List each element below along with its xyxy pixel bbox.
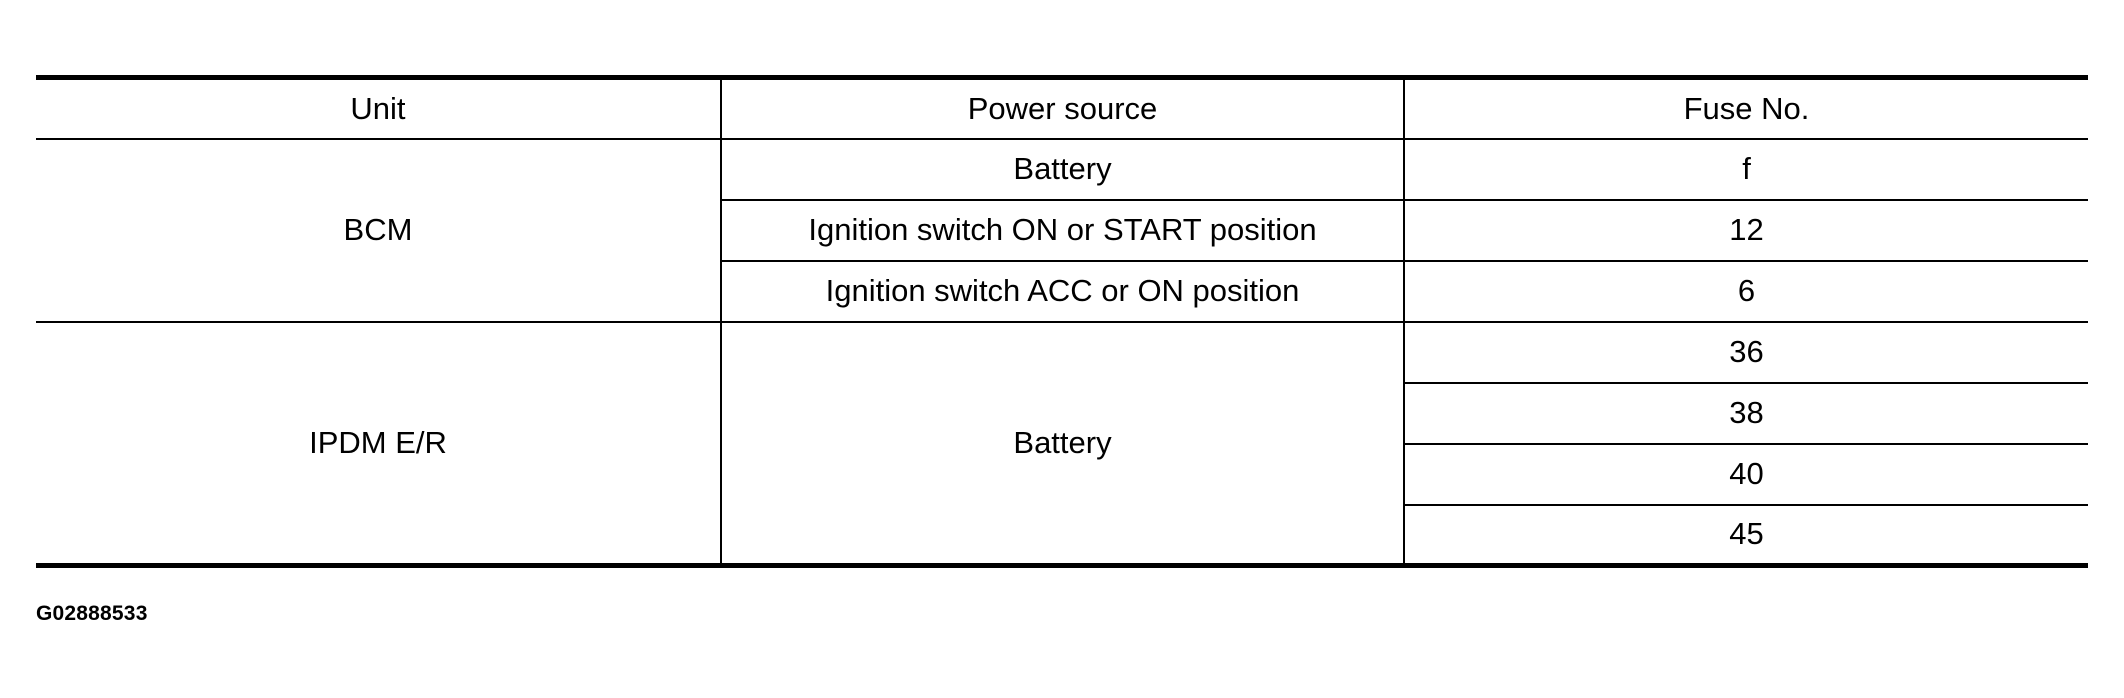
header-power-source: Power source	[720, 75, 1405, 140]
power-source-cell: Battery	[720, 320, 1405, 568]
table-row: 38	[36, 381, 2088, 445]
power-source-cell: Battery	[720, 137, 1405, 201]
header-fuse-no: Fuse No.	[1403, 75, 2088, 140]
table-row: IPDM E/R Battery 36	[36, 320, 2088, 568]
fuse-cell: 40	[1403, 442, 2088, 506]
fuse-cell: 38	[1403, 381, 2088, 445]
figure-code: G02888533	[36, 602, 148, 625]
table-row: Ignition switch ACC or ON position 6	[36, 259, 2088, 323]
fuse-table: Unit Power source Fuse No. BCM Battery f…	[36, 75, 2088, 568]
table-row: Ignition switch ON or START position 12	[36, 198, 2088, 262]
table-row: 40	[36, 442, 2088, 506]
table-row: 45	[36, 503, 2088, 568]
fuse-cell: 45	[1403, 503, 2088, 568]
fuse-cell: 6	[1403, 259, 2088, 323]
fuse-cell: f	[1403, 137, 2088, 201]
fuse-cell: 36	[1403, 320, 2088, 384]
unit-cell-ipdm: IPDM E/R	[36, 320, 722, 568]
table-row: BCM Battery f	[36, 137, 2088, 323]
unit-cell-bcm: BCM	[36, 137, 722, 323]
power-source-cell: Ignition switch ON or START position	[720, 198, 1405, 262]
power-source-cell: Ignition switch ACC or ON position	[720, 259, 1405, 323]
fuse-cell: 12	[1403, 198, 2088, 262]
header-unit: Unit	[36, 75, 722, 140]
header-row: Unit Power source Fuse No.	[36, 75, 2088, 140]
